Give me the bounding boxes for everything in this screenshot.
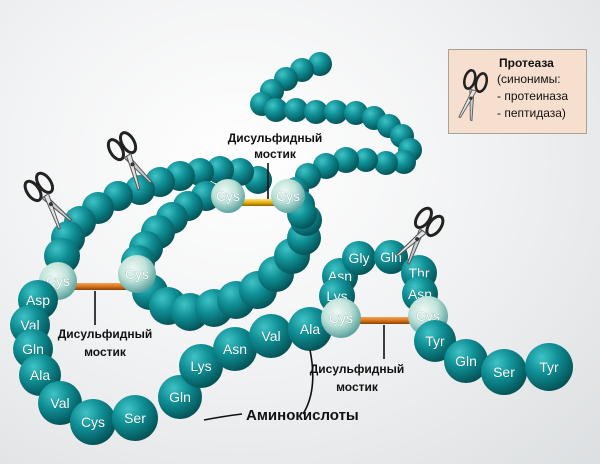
- bead-ser-tail: [481, 349, 527, 395]
- label-amino-acids: Аминокислоты: [246, 407, 359, 424]
- back-loop-bead: [392, 150, 416, 174]
- bead-tyr-tail: [525, 343, 573, 391]
- back-loop-bead: [264, 98, 288, 122]
- legend-box: Протеаза (синонимы: - протеиназа - пепти…: [448, 49, 587, 134]
- legend-line-3: - пептидаза): [497, 106, 566, 120]
- bead-cys-bottom: [70, 399, 116, 445]
- bead-tyr-mid: [414, 320, 456, 362]
- label-lys-bottom: Lys: [190, 358, 211, 374]
- middle-loop-beads: [44, 156, 322, 331]
- bead-ser-bottom: [112, 395, 158, 441]
- legend-title: Протеаза: [499, 56, 554, 70]
- back-loop-bead: [344, 101, 368, 125]
- label-cys-top-left: Cys: [216, 188, 240, 204]
- disulfide-bridge-top: [232, 199, 284, 206]
- bead-cys-right-left: [321, 298, 361, 338]
- label-disulfide-top-1: Дисульфидный: [228, 131, 322, 145]
- bead-val-bottom: [38, 381, 82, 425]
- label-val-bottom: Val: [50, 395, 69, 411]
- label-disulfide-left-1: Дисульфидный: [58, 327, 152, 341]
- label-gly: Gly: [349, 250, 370, 266]
- label-cys-left: Cys: [46, 273, 70, 289]
- labeled-beads: Cys Cys Cys Cys Asp Val Gln Ala Val Cys …: [10, 179, 573, 445]
- label-cys-inner: Cys: [125, 266, 149, 282]
- bead-cys-inner: [118, 255, 156, 293]
- label-val-mid: Val: [261, 328, 280, 344]
- label-gln-left: Gln: [22, 341, 44, 357]
- back-loop-bead: [284, 98, 308, 122]
- label-asp: Asp: [26, 292, 50, 308]
- label-asn-mid: Asn: [223, 341, 247, 357]
- pointer-amino-acids-right: [302, 349, 314, 415]
- back-loop-bead: [354, 148, 378, 172]
- disulfide-bridge-right: [350, 317, 420, 324]
- label-ala-left: Ala: [30, 367, 50, 383]
- pointer-amino-acids-left: [203, 413, 243, 421]
- bead-cys-top-left: [211, 179, 245, 213]
- back-loop-beads: [250, 52, 422, 203]
- label-cys-top-right: Cys: [276, 188, 300, 204]
- label-ser-tail: Ser: [493, 364, 515, 380]
- label-disulfide-top-2: мостик: [254, 147, 297, 161]
- back-loop-bead: [304, 100, 328, 124]
- disulfide-bridge-left: [62, 283, 132, 290]
- bead-gln-bottom: [158, 375, 202, 419]
- label-gln-tail: Gln: [455, 353, 477, 369]
- label-disulfide-right-2: мостик: [336, 380, 379, 394]
- bead-gln-tail: [444, 339, 488, 383]
- label-gln-bottom: Gln: [169, 389, 191, 405]
- label-cys-right-left: Cys: [329, 310, 353, 326]
- back-loop-bead: [374, 151, 398, 175]
- legend-line-1: (синонимы:: [497, 72, 561, 86]
- label-ala-mid: Ala: [300, 321, 320, 337]
- label-disulfide-left-2: мостик: [84, 345, 127, 359]
- label-gln-top-right: Gln: [380, 249, 402, 265]
- label-tyr-mid: Tyr: [425, 333, 445, 349]
- label-tyr-tail: Tyr: [539, 359, 559, 375]
- bead-val-mid: [249, 314, 293, 358]
- label-cys-bottom: Cys: [81, 414, 105, 430]
- scissors-icon: [455, 67, 489, 123]
- bead-gln-top-right: [374, 240, 408, 274]
- bead-gly: [342, 241, 376, 275]
- bead-asn-mid: [213, 327, 257, 371]
- bead-lys-bottom: [179, 344, 223, 388]
- label-ser-bottom: Ser: [124, 410, 146, 426]
- label-disulfide-right-1: Дисульфидный: [310, 362, 404, 376]
- back-loop-bead: [324, 100, 348, 124]
- back-loop-bead: [333, 147, 359, 173]
- bead-cys-top-right: [271, 179, 305, 213]
- legend-line-2: - протеиназа: [497, 89, 568, 103]
